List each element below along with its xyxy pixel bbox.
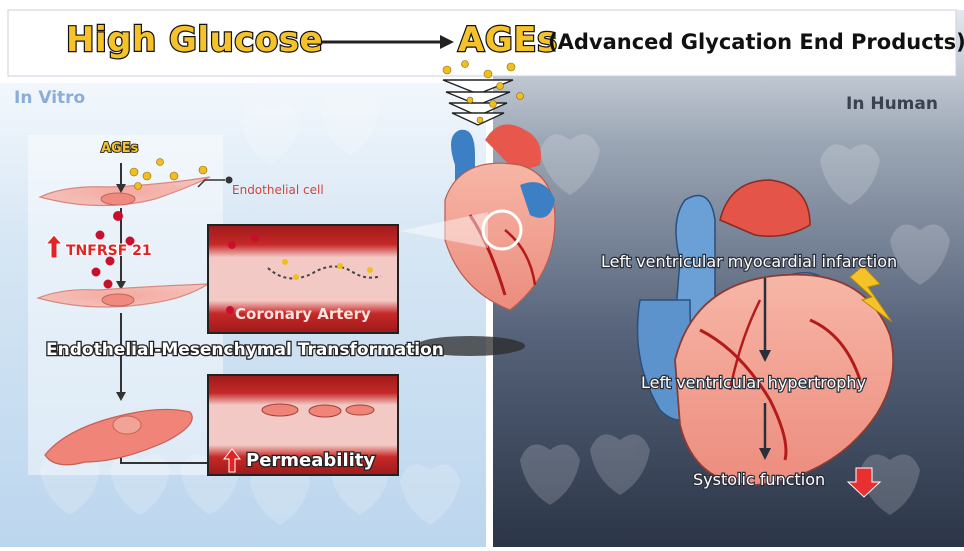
nucleus-1 — [101, 193, 135, 205]
step-infarction-label: Left ventricular myocardial infarction — [601, 252, 897, 271]
permeability-label: Permeability — [246, 450, 375, 471]
ages-expansion: (Advanced Glycation End Products) — [548, 30, 964, 54]
step-systolic-label: Systolic function — [693, 470, 825, 489]
endothelial-cell-label: Endothelial cell — [232, 183, 324, 197]
ages-title: AGEs — [458, 20, 558, 60]
in-human-label: In Human — [846, 94, 938, 114]
ages-small-label: AGEs — [101, 141, 138, 156]
in-vitro-label: In Vitro — [14, 88, 85, 108]
tnfrsf21-label: TNFRSF 21 — [66, 243, 152, 259]
step-hypertrophy-label: Left ventricular hypertrophy — [641, 373, 866, 392]
coronary-artery-label: Coronary Artery — [235, 305, 371, 323]
high-glucose-title: High Glucose — [66, 20, 323, 60]
emt-label: Endothelial-Mesenchymal Transformation — [46, 340, 444, 360]
